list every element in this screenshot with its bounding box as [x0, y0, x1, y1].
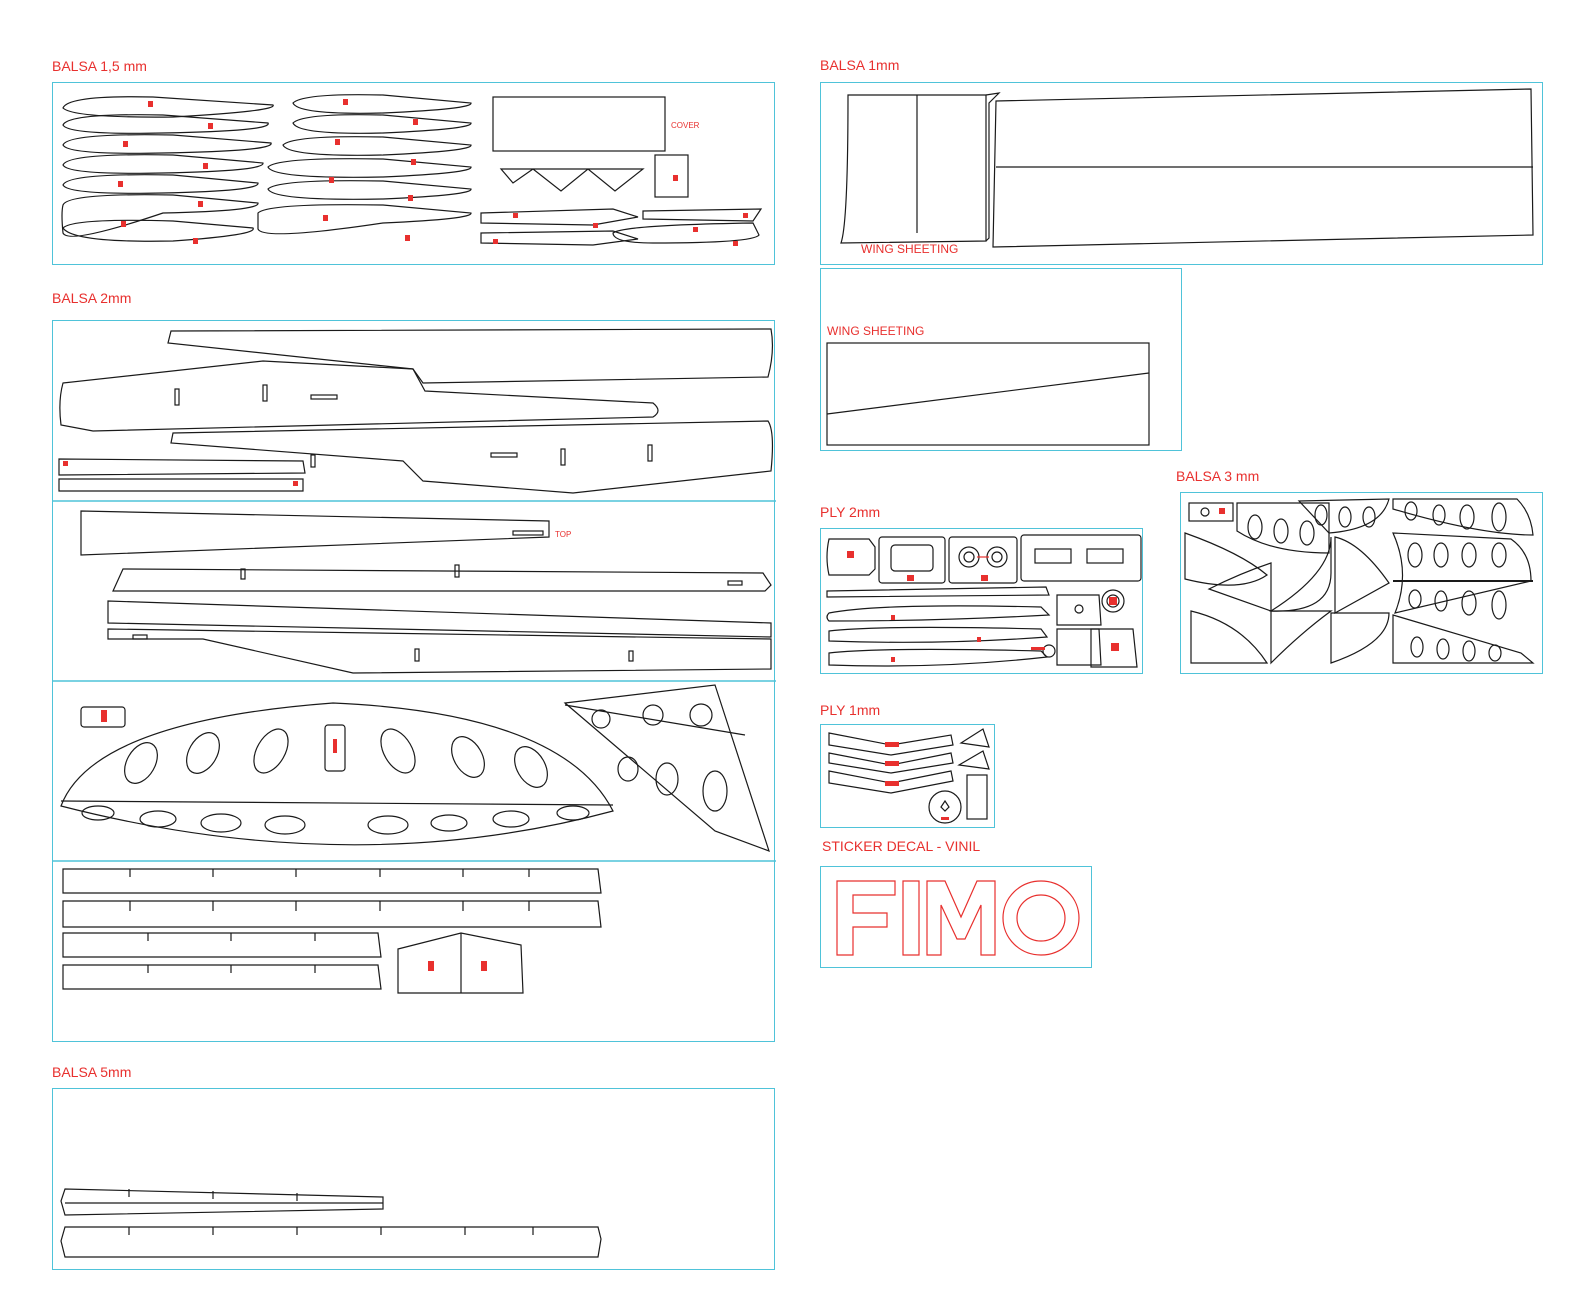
sheet-sticker-decal	[820, 866, 1092, 968]
sheet-balsa-2mm: TOP	[52, 320, 776, 1042]
sheet-balsa-1mm: WING SHEETING	[820, 82, 1543, 265]
wing-sheeting-parts: WING SHEETING	[826, 324, 1150, 446]
label-balsa-5mm: BALSA 5mm	[52, 1064, 132, 1080]
sheet-balsa-1-5mm: COVER	[52, 82, 775, 265]
sheet-wing-sheeting: WING SHEETING	[820, 268, 1182, 451]
label-ply-2mm: PLY 2mm	[820, 504, 881, 520]
wing-sheeting-note-2: WING SHEETING	[827, 324, 924, 338]
label-balsa-1mm: BALSA 1mm	[820, 57, 900, 73]
sheet-balsa-5mm	[52, 1088, 775, 1270]
fimo-logo	[836, 880, 1080, 956]
top-note: TOP	[555, 530, 571, 539]
sheet-balsa-3mm	[1180, 492, 1543, 674]
ply-1mm-parts	[828, 728, 990, 824]
label-balsa-3mm: BALSA 3 mm	[1176, 468, 1260, 484]
label-balsa-1-5mm: BALSA 1,5 mm	[52, 58, 147, 74]
label-sticker-decal: STICKER DECAL - VINIL	[822, 838, 981, 854]
balsa-3mm-parts	[1184, 498, 1535, 665]
wing-sheeting-note: WING SHEETING	[861, 242, 958, 256]
balsa-5mm-parts	[60, 1188, 602, 1258]
label-ply-1mm: PLY 1mm	[820, 702, 881, 718]
label-balsa-2mm: BALSA 2mm	[52, 290, 132, 306]
balsa-1-5mm-parts: COVER	[61, 94, 763, 246]
sheet-ply-1mm	[820, 724, 995, 828]
sheet-ply-2mm	[820, 528, 1143, 674]
balsa-2mm-parts: TOP	[53, 328, 776, 994]
ply-2mm-parts	[826, 534, 1142, 668]
balsa-1mm-parts: WING SHEETING	[840, 88, 1534, 256]
cover-note: COVER	[671, 121, 700, 130]
